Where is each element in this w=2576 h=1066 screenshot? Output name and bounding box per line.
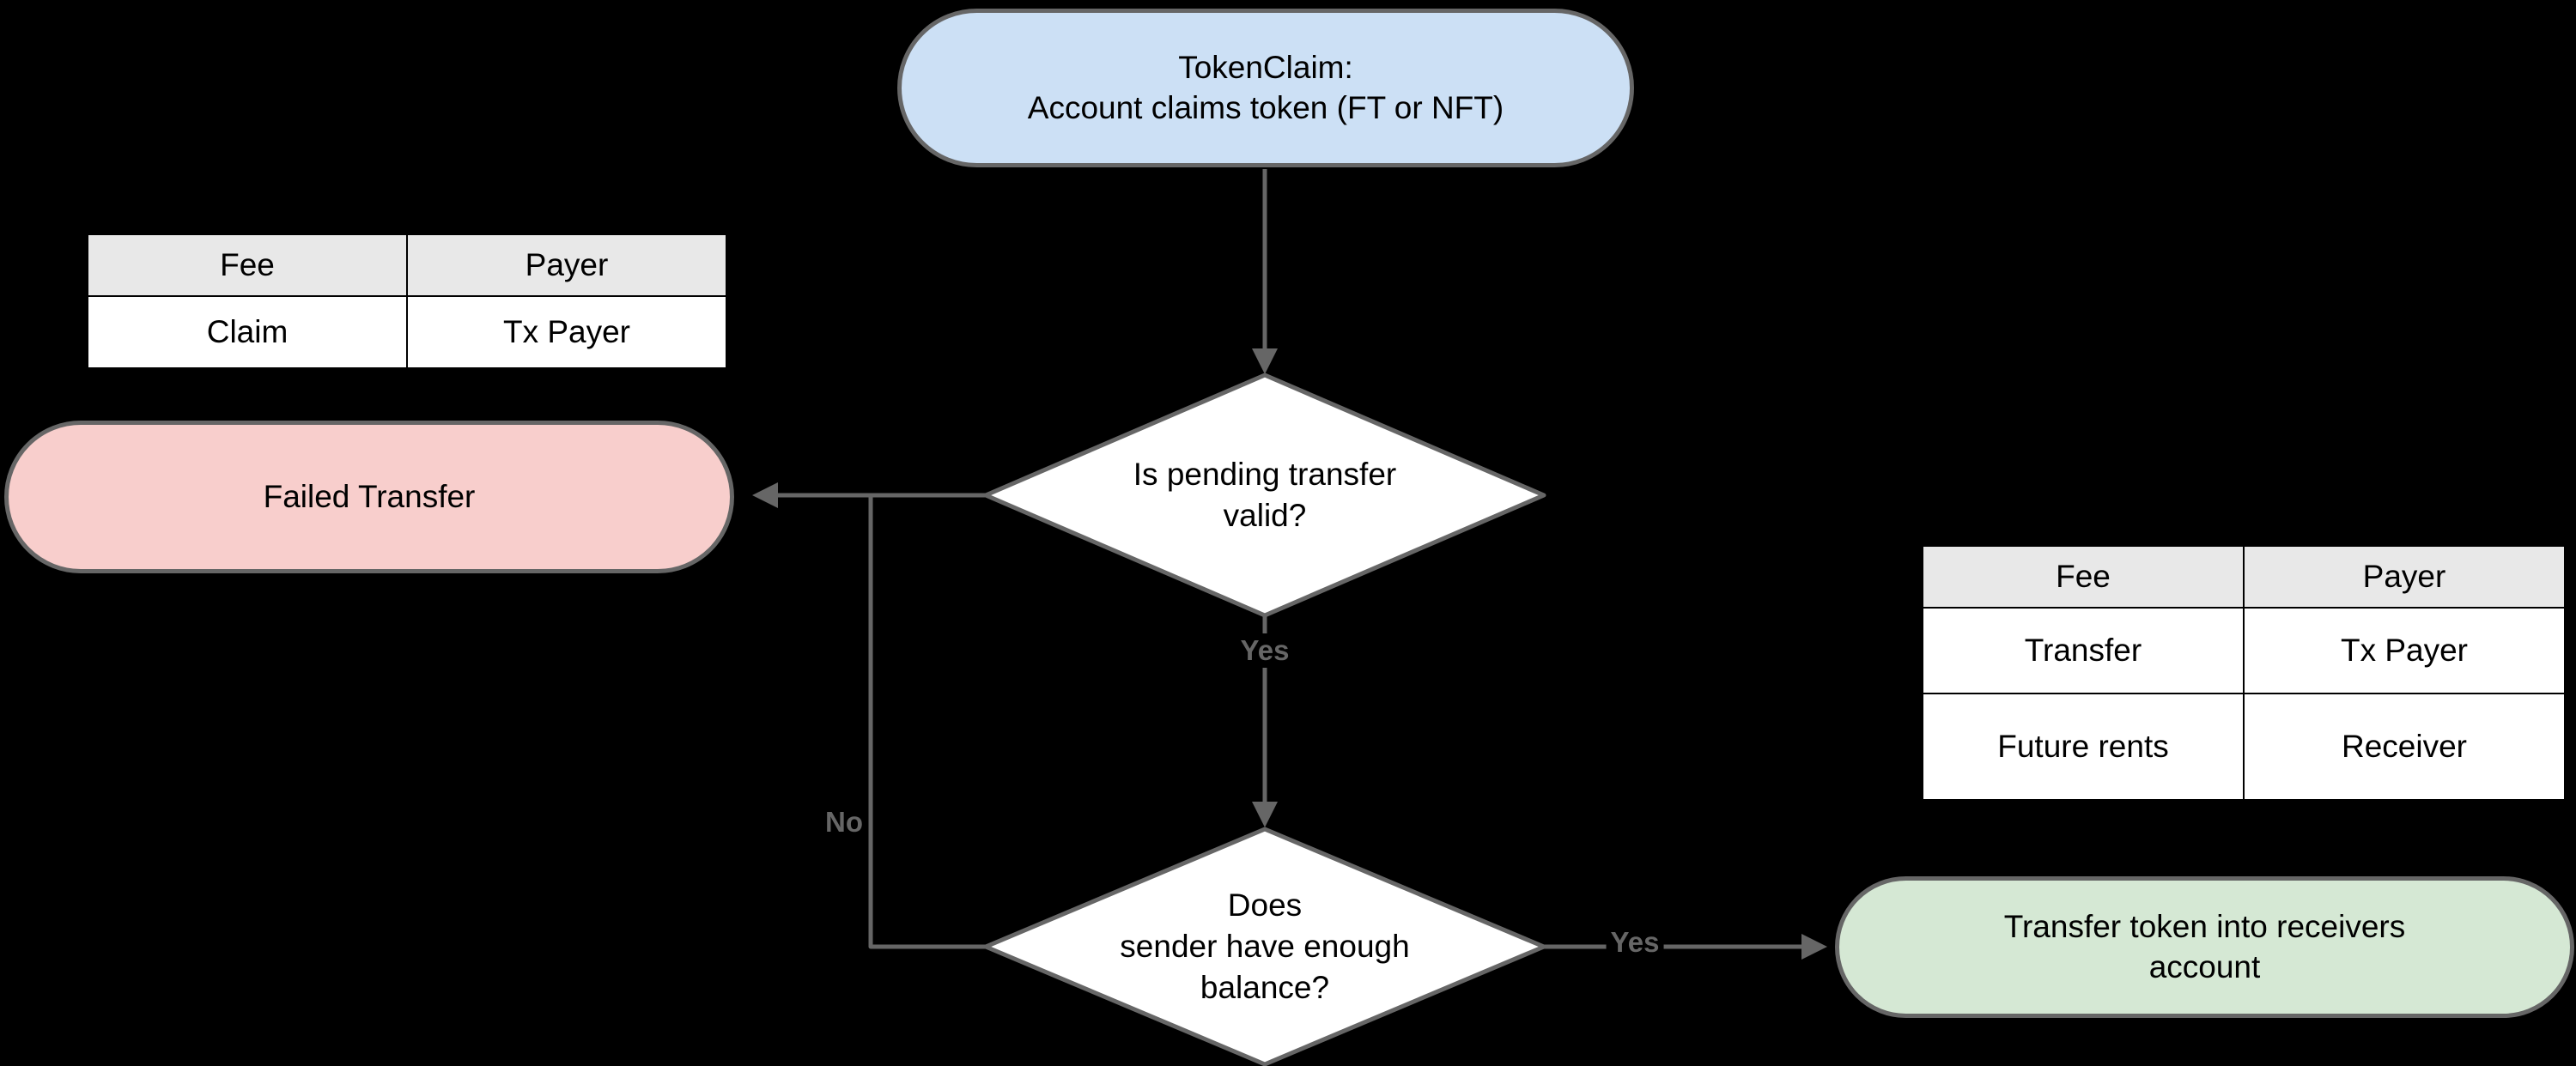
table-cell: Receiver	[2243, 693, 2566, 801]
table-header-cell: Fee	[87, 233, 408, 297]
decision-balance-label: Does sender have enough balance?	[1120, 887, 1410, 1006]
table-row: Future rents Receiver	[1922, 693, 2566, 801]
table-cell: Tx Payer	[2243, 607, 2566, 694]
table-header-cell: Payer	[2243, 545, 2566, 609]
table-cell: Claim	[87, 295, 408, 369]
table-cell: Tx Payer	[406, 295, 727, 369]
node-token-claim-label: TokenClaim: Account claims token (FT or …	[1027, 50, 1504, 125]
node-failed-transfer-label: Failed Transfer	[263, 478, 476, 514]
table-header-row: Fee Payer	[1922, 545, 2566, 609]
claim-fee-table: Fee Payer Claim Tx Payer	[87, 233, 727, 369]
edge-label-pending-no: No	[821, 805, 867, 840]
table-header-cell: Fee	[1922, 545, 2245, 609]
decision-balance-label-box: Does sender have enough balance?	[1050, 865, 1479, 1028]
node-token-claim: TokenClaim: Account claims token (FT or …	[897, 9, 1634, 167]
edge-label-pending-yes: Yes	[1236, 633, 1294, 669]
table-cell: Future rents	[1922, 693, 2245, 801]
node-failed-transfer: Failed Transfer	[4, 421, 734, 573]
node-transfer-token-label: Transfer token into receivers account	[2003, 909, 2406, 984]
transfer-fee-table: Fee Payer Transfer Tx Payer Future rents…	[1922, 545, 2566, 801]
table-cell: Transfer	[1922, 607, 2245, 694]
table-header-row: Fee Payer	[87, 233, 727, 297]
decision-pending-label: Is pending transfer valid?	[1133, 456, 1397, 533]
edge-label-balance-yes: Yes	[1606, 925, 1664, 960]
edge-balance-no-to-failed	[868, 497, 986, 949]
node-transfer-token: Transfer token into receivers account	[1835, 876, 2574, 1018]
table-row: Transfer Tx Payer	[1922, 607, 2566, 694]
decision-pending-label-box: Is pending transfer valid?	[1050, 418, 1479, 572]
decision-balance-shape	[983, 827, 1546, 1066]
table-header-cell: Payer	[406, 233, 727, 297]
table-row: Claim Tx Payer	[87, 295, 727, 369]
decision-pending-shape	[983, 372, 1546, 618]
